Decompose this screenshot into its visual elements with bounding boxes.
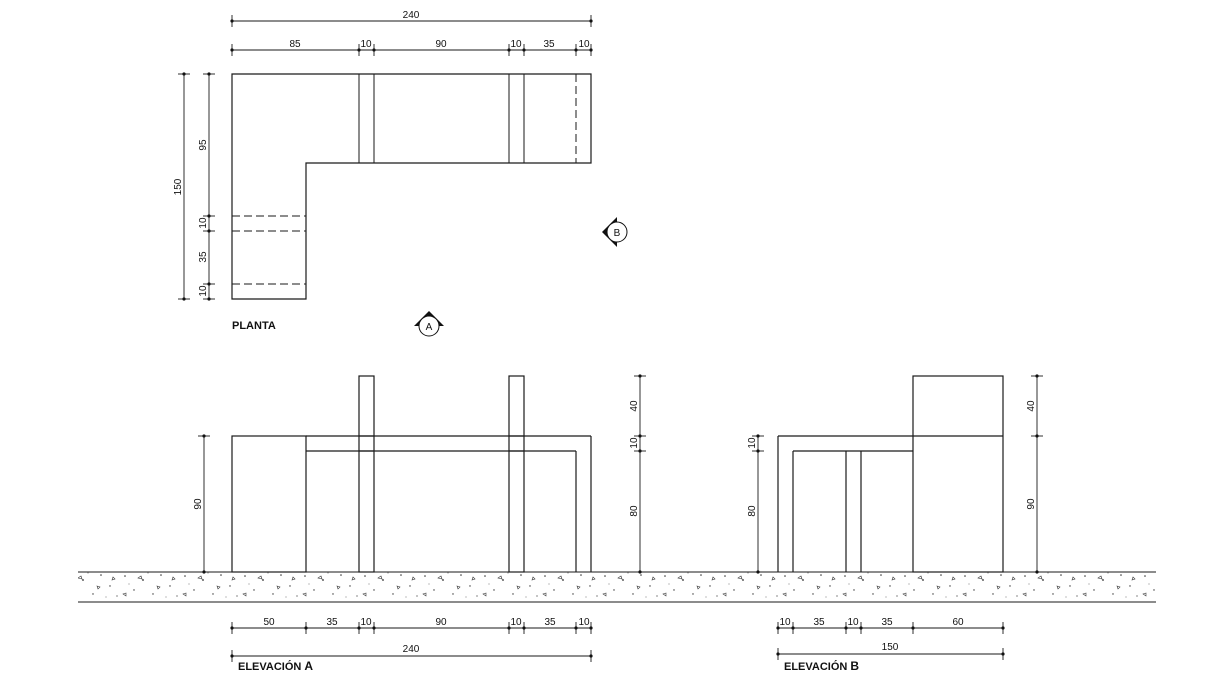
elev-a-title: ELEVACIÓN A <box>238 659 313 673</box>
elev-b-title: ELEVACIÓN B <box>784 659 859 673</box>
elev-a-dim-height: 90 <box>193 434 210 574</box>
elev-a-dim-10b: 10 <box>510 617 522 628</box>
plan-dim-90: 90 <box>435 39 447 50</box>
elev-a-dim-35a: 35 <box>326 617 338 628</box>
elev-a-block-left <box>231 435 307 573</box>
plan-dim-left-10a: 10 <box>198 217 209 229</box>
section-marker-b: B <box>602 217 628 247</box>
elev-b-dim-total: 150 <box>776 642 1005 660</box>
elev-b-dim-60: 60 <box>952 617 964 628</box>
elev-mid-dim-80: 80 <box>629 505 640 517</box>
plan-dim-10b: 10 <box>510 39 522 50</box>
elev-a-dim-240: 240 <box>403 644 420 655</box>
marker-b-label: B <box>614 228 621 239</box>
plan-dim-partial-top: 85 10 90 10 35 10 <box>230 39 593 56</box>
elev-a-dim-10a: 10 <box>360 617 372 628</box>
elev-b-dim-10b: 10 <box>847 617 859 628</box>
section-marker-a: A <box>414 311 444 337</box>
elev-mid-dim-40: 40 <box>629 400 640 412</box>
plan-dim-left-35: 35 <box>198 251 209 263</box>
plan-title: PLANTA <box>232 320 276 332</box>
elev-a-dim-90: 90 <box>193 498 204 510</box>
plan-dim-85: 85 <box>289 39 301 50</box>
plan-dim-150: 150 <box>173 178 184 195</box>
plan-outline <box>231 73 592 300</box>
elev-b-dim-150: 150 <box>882 642 899 653</box>
marker-a-label: A <box>426 322 433 333</box>
elev-b-dim-35a: 35 <box>813 617 825 628</box>
plan-dim-total-top: 240 <box>230 10 593 27</box>
elevation-b: 10 80 40 90 1 <box>747 374 1043 673</box>
plan-dim-95: 95 <box>198 139 209 151</box>
elev-a-dim-partial: 50 35 10 90 10 35 10 <box>230 617 593 634</box>
elev-b-dim-right: 40 90 <box>1026 374 1043 574</box>
elev-b-dim-right-90: 90 <box>1026 498 1037 510</box>
plan-dim-10a: 10 <box>360 39 372 50</box>
plan-view: 240 85 10 90 10 35 10 <box>173 10 593 332</box>
elev-b-block <box>912 375 1004 573</box>
elev-a-dim-10c: 10 <box>578 617 590 628</box>
plan-dim-partial-left: 95 10 35 10 <box>198 72 215 301</box>
plan-dim-total-left: 150 <box>173 72 190 301</box>
elevation-a: 90 50 35 10 90 10 35 10 <box>193 375 593 673</box>
plan-dim-35: 35 <box>543 39 555 50</box>
plan-dim-total-label: 240 <box>403 10 420 21</box>
plan-dim-left-10b: 10 <box>198 285 209 297</box>
elev-a-dim-total: 240 <box>230 644 593 662</box>
elev-mid-dims: 40 10 80 <box>629 374 646 574</box>
elev-b-dim-partial: 10 35 10 35 60 <box>776 617 1005 634</box>
elev-mid-dim-10: 10 <box>629 437 640 449</box>
elev-b-dim-left: 10 80 <box>747 434 764 574</box>
elev-b-dim-left-10: 10 <box>747 437 758 449</box>
elev-a-leg-2 <box>508 375 525 573</box>
elev-a-dim-50: 50 <box>263 617 275 628</box>
elev-b-dim-10a: 10 <box>779 617 791 628</box>
elev-b-dim-right-40: 40 <box>1026 400 1037 412</box>
elev-a-leg-1 <box>358 375 375 573</box>
elev-a-dim-90: 90 <box>435 617 447 628</box>
plan-dim-10c: 10 <box>578 39 590 50</box>
elev-b-dim-35b: 35 <box>881 617 893 628</box>
elev-a-dim-35b: 35 <box>544 617 556 628</box>
elev-b-dim-left-80: 80 <box>747 505 758 517</box>
ground-strip <box>78 571 1156 603</box>
